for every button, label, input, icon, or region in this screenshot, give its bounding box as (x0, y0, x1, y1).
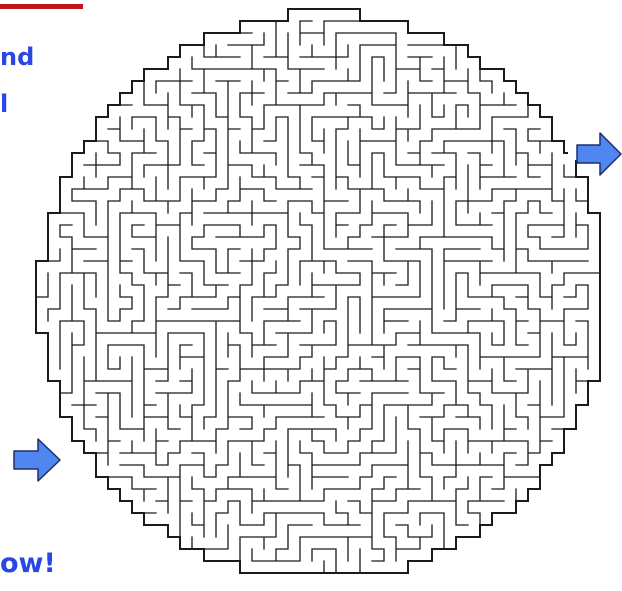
maze-walls (35, 20, 601, 574)
maze-inner-walls (35, 20, 601, 574)
maze-border-path (35, 8, 601, 574)
instruction-fragment-2: l (0, 90, 9, 118)
instruction-fragment-1: nd (0, 43, 35, 71)
entrance-arrow-icon[interactable] (13, 438, 61, 482)
instruction-fragment-3: ow! (0, 548, 56, 579)
red-accent-rule (0, 4, 83, 9)
exit-arrow-icon[interactable] (576, 132, 622, 176)
